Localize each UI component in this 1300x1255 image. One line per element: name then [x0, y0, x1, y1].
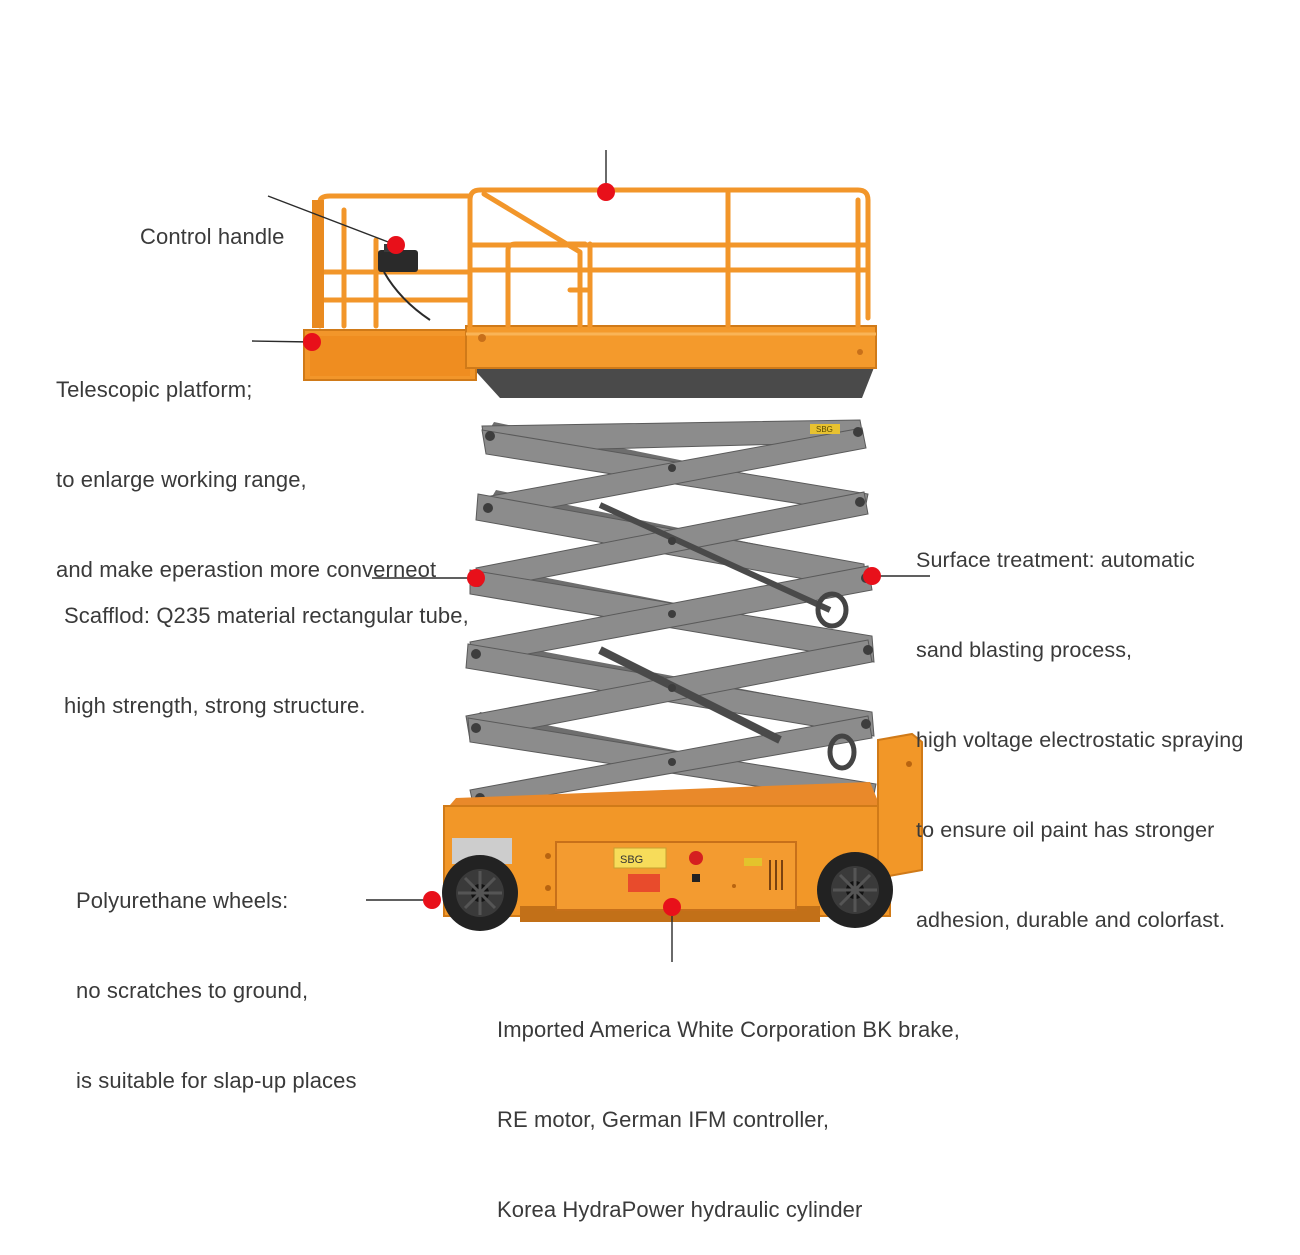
callout-line: is suitable for slap-up places	[76, 1068, 357, 1093]
main-deck	[465, 325, 877, 369]
callout-line: high voltage electrostatic spraying	[916, 728, 1244, 752]
callout-line: to enlarge working range,	[56, 467, 307, 492]
hydraulic-cylinder	[598, 502, 857, 771]
callout-line: RE motor, German IFM controller,	[497, 1107, 830, 1132]
base-plate-label: SBG	[620, 854, 643, 866]
control-box	[378, 244, 431, 321]
marker-drive-components	[663, 898, 681, 916]
callout-line: no scratches to ground,	[76, 978, 309, 1003]
warning-sticker	[810, 424, 840, 434]
callout-line: Polyurethane wheels:	[76, 888, 289, 913]
chassis: SBG	[443, 732, 923, 922]
callout-line: Telescopic platform;	[56, 377, 253, 402]
callout-line: Control handle	[140, 224, 285, 249]
work-platform	[303, 187, 877, 434]
leader-control-handle	[267, 195, 397, 246]
callout-line: Surface treatment: automatic	[916, 548, 1195, 572]
callout-line: to ensure oil paint has stronger	[916, 818, 1215, 842]
base-plate	[613, 847, 667, 869]
scissor-lift-diagram: SBG	[251, 150, 930, 962]
leader-lines	[251, 150, 930, 962]
marker-telescopic-platform	[303, 333, 321, 351]
callout-scaffold: Scafflod: Q235 material rectangular tube…	[64, 541, 469, 751]
rear-wheel	[817, 852, 893, 928]
callout-control-handle: Control handle	[140, 162, 285, 282]
callout-wheels: Polyurethane wheels: no scratches to gro…	[76, 826, 357, 1126]
marker-top	[597, 183, 615, 201]
control-panel	[555, 841, 797, 911]
callout-line: high strength, strong structure.	[64, 693, 366, 718]
callout-surface-treatment: Surface treatment: automatic sand blasti…	[916, 485, 1243, 965]
callout-line: Scafflod: Q235 material rectangular tube…	[64, 603, 469, 628]
leader-telescopic	[251, 340, 313, 343]
emergency-stop	[689, 851, 703, 865]
marker-scaffold	[467, 569, 485, 587]
callout-markers	[303, 183, 881, 916]
callout-telescopic-platform: Telescopic platform; to enlarge working …	[56, 315, 436, 615]
warning-sticker-text: SBG	[816, 425, 833, 434]
callout-line: and make eperastion more converneot	[56, 557, 437, 582]
marker-control-handle	[387, 236, 405, 254]
marker-wheels	[423, 891, 441, 909]
callout-line: sand blasting process,	[916, 638, 1133, 662]
front-wheel	[442, 838, 518, 931]
scissor-stack	[465, 419, 877, 809]
callout-line: adhesion, durable and colorfast.	[916, 908, 1226, 932]
callout-drive-components: Imported America White Corporation BK br…	[497, 955, 960, 1255]
marker-surface-treatment	[863, 567, 881, 585]
callout-line: Imported America White Corporation BK br…	[497, 1017, 960, 1042]
warning-sticker-label: SBG	[816, 425, 833, 434]
